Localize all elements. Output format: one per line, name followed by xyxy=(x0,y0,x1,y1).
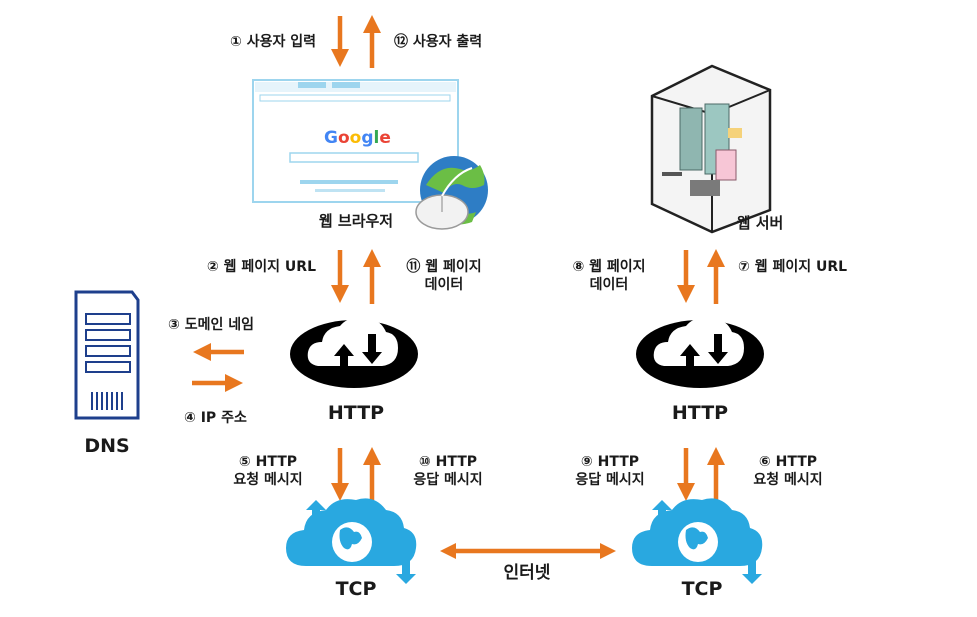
step-8-line-1: ⑧ 웹 페이지 xyxy=(572,259,646,275)
step-9-response-label: ⑨ HTTP 응답 메시지 xyxy=(562,453,658,489)
tcp-cloud-right-icon xyxy=(632,498,763,584)
http-cloud-left-icon xyxy=(290,318,418,388)
step-5-line-2: 요청 메시지 xyxy=(233,472,303,488)
server-icon xyxy=(650,64,772,234)
tcp-cloud-left-icon xyxy=(286,498,417,584)
step-10-line-1: ⑩ HTTP xyxy=(418,454,478,470)
step-8-line-2: 데이터 xyxy=(589,277,629,293)
step-4-ip-label: ④ IP 주소 xyxy=(184,410,247,426)
step-9-line-2: 응답 메시지 xyxy=(575,472,645,488)
web-browser-label: 웹 브라우저 xyxy=(318,212,394,230)
globe-mouse-icon xyxy=(415,156,488,230)
step-2-url-label: ② 웹 페이지 URL xyxy=(206,259,316,275)
step-11-line-1: ⑪ 웹 페이지 xyxy=(406,259,482,275)
step-11-line-2: 데이터 xyxy=(424,277,464,293)
web-server-label: 웹 서버 xyxy=(736,214,784,232)
step-6-line-1: ⑥ HTTP xyxy=(758,454,818,470)
dns-server-icon xyxy=(74,290,140,420)
tcp-right-label: TCP xyxy=(681,578,723,600)
step-6-line-2: 요청 메시지 xyxy=(753,472,823,488)
http-right-label: HTTP xyxy=(671,402,729,424)
step-7-url-label: ⑦ 웹 페이지 URL xyxy=(738,259,848,275)
step-9-line-1: ⑨ HTTP xyxy=(580,454,640,470)
step-3-domain-label: ③ 도메인 네임 xyxy=(168,317,255,333)
step-5-line-1: ⑤ HTTP xyxy=(238,454,298,470)
google-logo: Google xyxy=(324,128,391,148)
step-8-data-label: ⑧ 웹 페이지 데이터 xyxy=(560,258,658,294)
tcp-left-label: TCP xyxy=(335,578,377,600)
svg-text:Google: Google xyxy=(324,128,391,148)
step-1-user-input-label: ① 사용자 입력 xyxy=(229,34,316,50)
browser-window-icon xyxy=(252,79,459,203)
step-12-user-output-label: ⑫ 사용자 출력 xyxy=(394,34,483,50)
step-5-request-label: ⑤ HTTP 요청 메시지 xyxy=(220,453,316,489)
arrow-internet-bidirectional xyxy=(440,543,616,559)
step-11-data-label: ⑪ 웹 페이지 데이터 xyxy=(396,258,492,294)
internet-label: 인터넷 xyxy=(503,563,551,583)
step-10-response-label: ⑩ HTTP 응답 메시지 xyxy=(400,453,496,489)
step-10-line-2: 응답 메시지 xyxy=(413,472,483,488)
http-left-label: HTTP xyxy=(327,402,385,424)
http-cloud-right-icon xyxy=(636,318,764,388)
dns-label: DNS xyxy=(84,435,130,457)
step-6-request-label: ⑥ HTTP 요청 메시지 xyxy=(740,453,836,489)
